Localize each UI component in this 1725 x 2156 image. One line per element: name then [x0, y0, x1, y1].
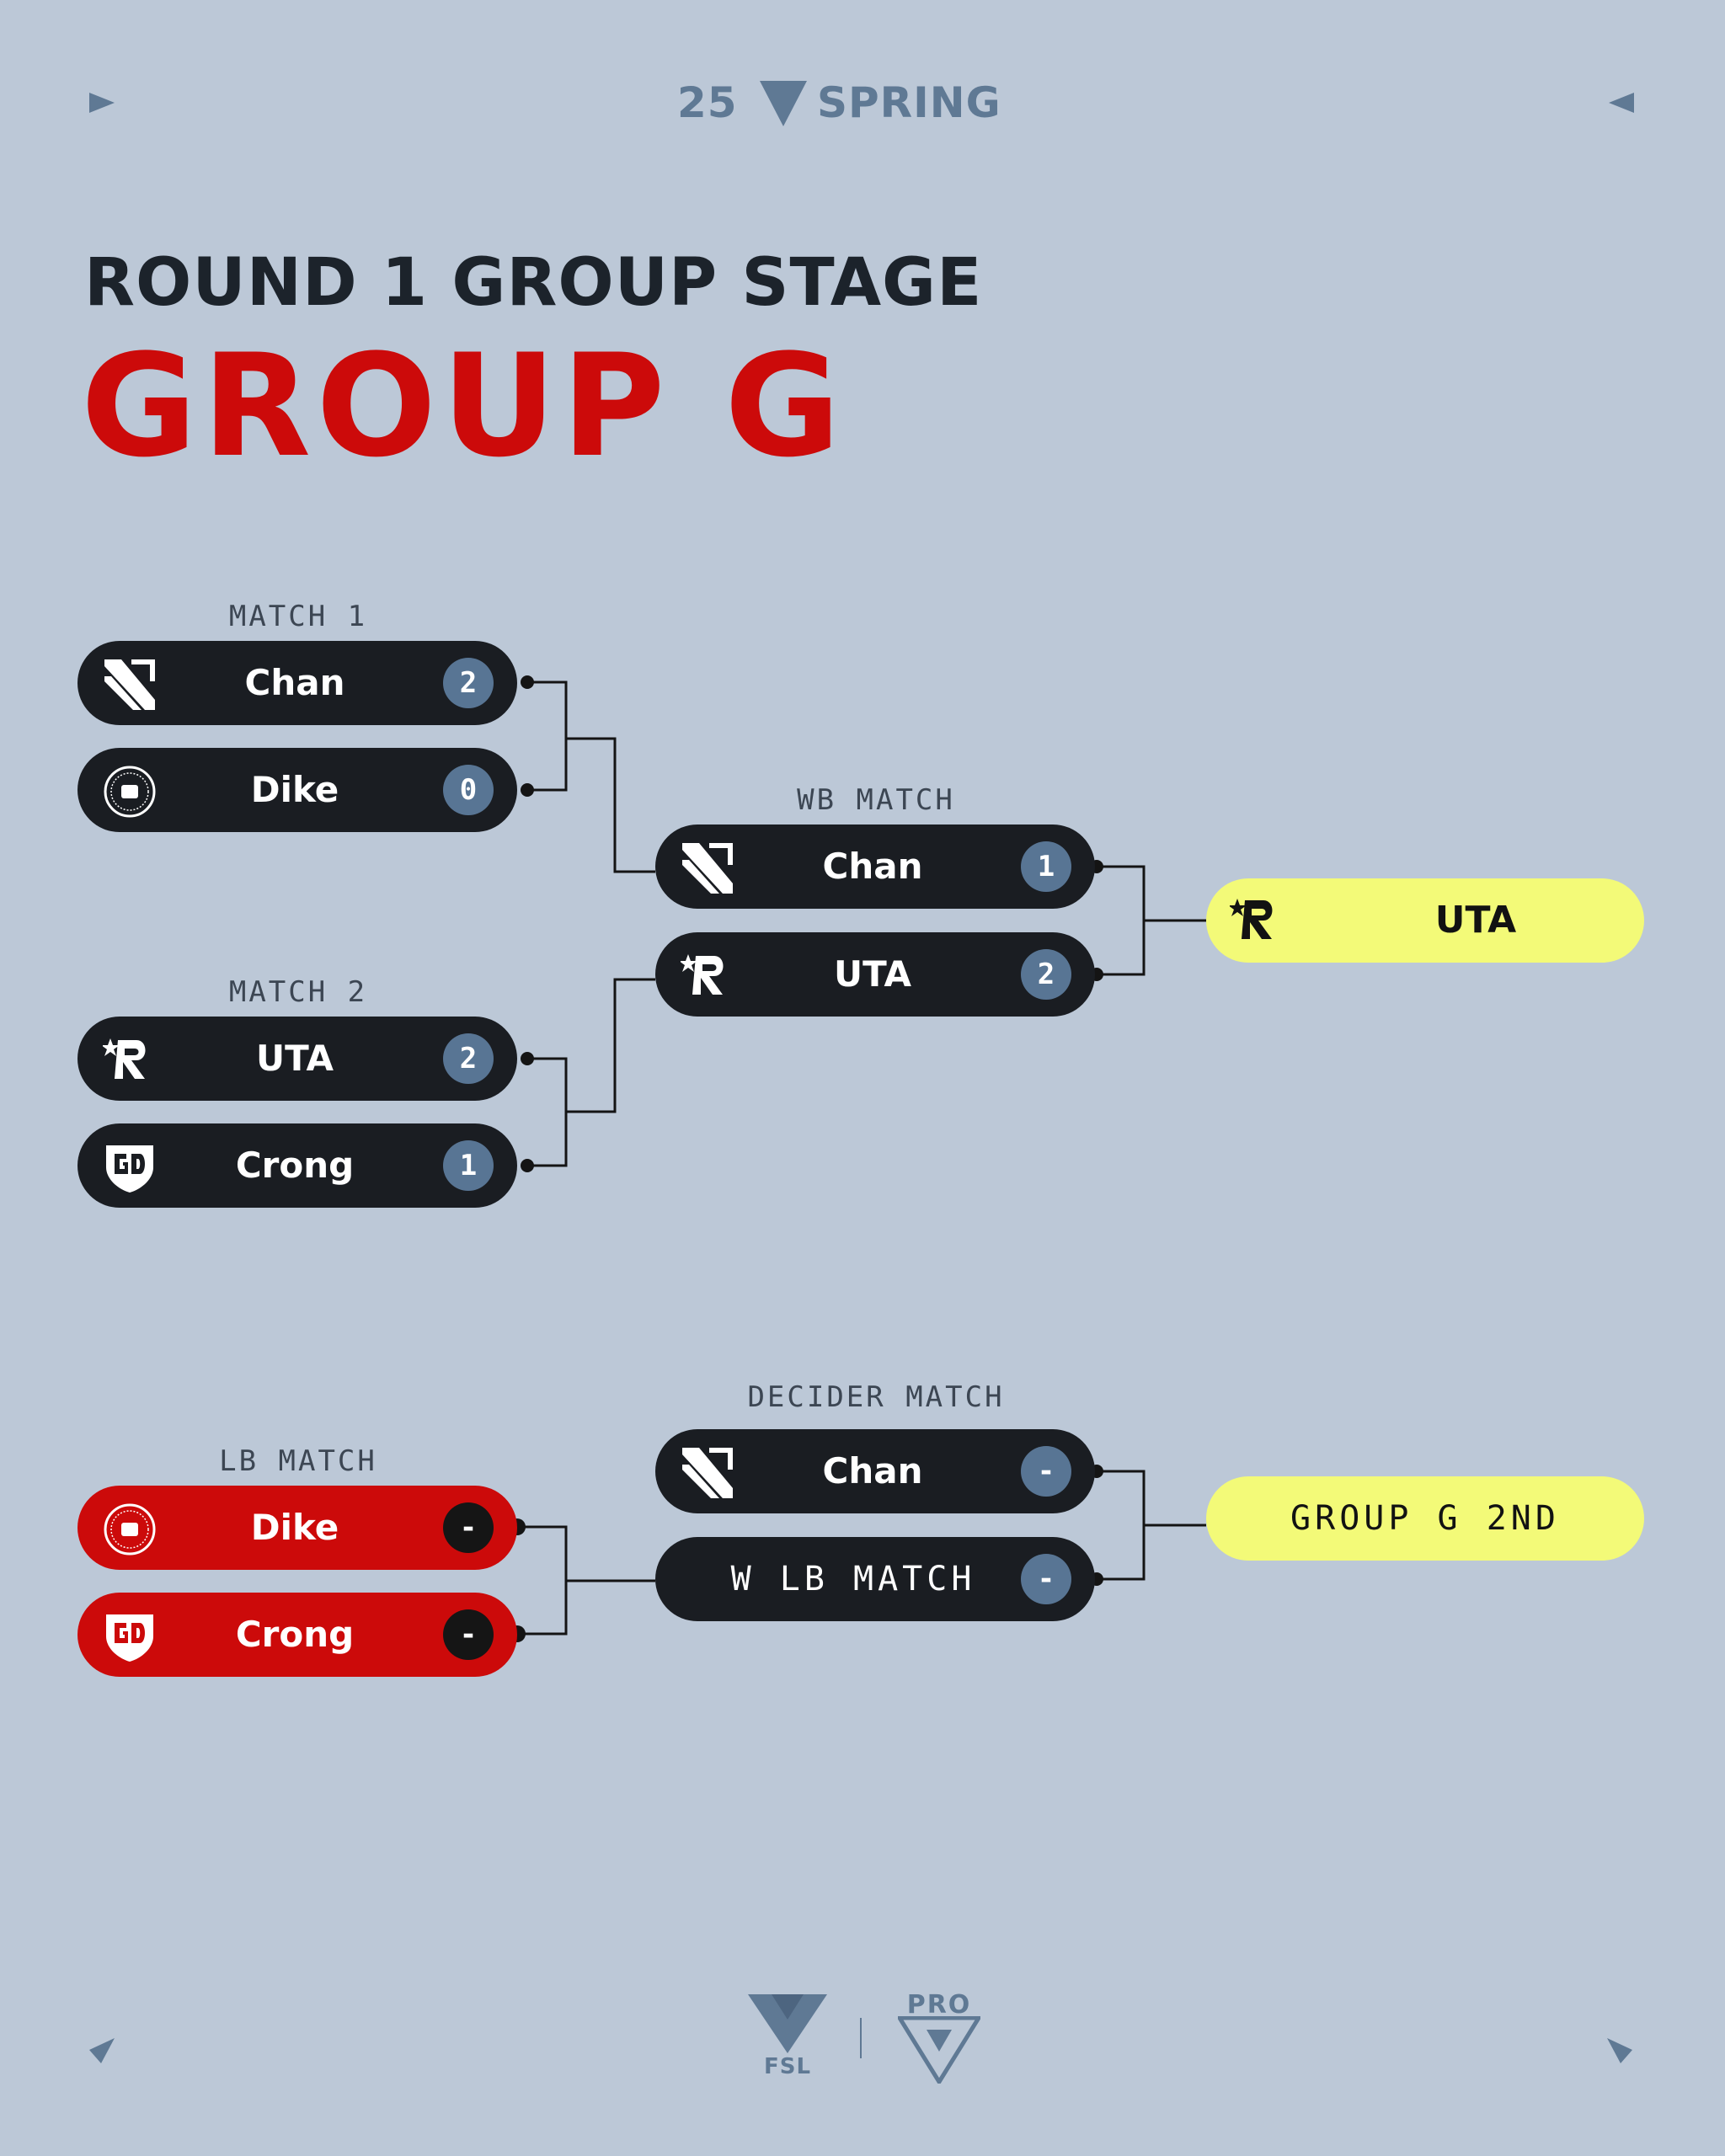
score-badge: - [443, 1502, 494, 1553]
round-crest-icon [104, 766, 156, 818]
team-name: UTA [834, 953, 911, 995]
match2-team2[interactable]: Crong 1 [77, 1123, 517, 1208]
score-badge: - [443, 1609, 494, 1660]
decider-match-team2[interactable]: W LB MATCH - [655, 1537, 1095, 1621]
decider-match-label: DECIDER MATCH [747, 1380, 1005, 1414]
team-name: Chan [244, 662, 345, 703]
r-star-icon [103, 1038, 146, 1079]
footer-divider [860, 2018, 862, 2058]
lb-match-team2[interactable]: Crong - [77, 1593, 517, 1677]
match2-label: MATCH 2 [228, 975, 368, 1009]
fsl-logo: FSL [741, 1993, 834, 2082]
team-name: UTA [256, 1038, 334, 1079]
wb-winner-result[interactable]: UTA [1206, 878, 1644, 963]
result-label: GROUP G 2ND [1290, 1499, 1560, 1538]
r-star-icon [681, 954, 724, 995]
lb-match-label: LB MATCH [219, 1444, 377, 1478]
arrow-right-icon [89, 93, 115, 113]
r-star-icon [1230, 899, 1273, 939]
decider-match-team1[interactable]: Chan - [655, 1429, 1095, 1513]
score-badge: 2 [1021, 949, 1071, 1000]
stripe-x-icon [682, 1448, 733, 1498]
team-name: Dike [250, 769, 339, 810]
score-badge: 1 [1021, 841, 1071, 892]
stage-heading: ROUND 1 GROUP STAGE [84, 245, 983, 321]
arrow-down-right-icon [1607, 2038, 1632, 2063]
gd-shield-icon [106, 1145, 153, 1193]
group-second-result[interactable]: GROUP G 2ND [1206, 1476, 1644, 1561]
arrow-left-icon [1609, 93, 1634, 113]
pro-wordmark: PRO [906, 1990, 972, 2020]
score-badge: 1 [443, 1140, 494, 1191]
result-team-name: UTA [1434, 899, 1517, 942]
group-title: GROUP G [81, 323, 846, 488]
season-logo: 25 SPRING [677, 76, 1048, 131]
fsl-chevron-icon [748, 1994, 827, 2053]
pro-emblem-icon [898, 2016, 980, 2084]
match1-team2[interactable]: Dike 0 [77, 748, 517, 832]
team-name: Chan [822, 1450, 923, 1492]
match1-team1[interactable]: Chan 2 [77, 641, 517, 725]
score-badge: 0 [443, 765, 494, 815]
lb-match-team1[interactable]: Dike - [77, 1486, 517, 1570]
stripe-x-icon [104, 659, 155, 710]
round-crest-icon [104, 1503, 156, 1556]
score-badge: 2 [443, 658, 494, 708]
season-name: SPRING [817, 78, 1001, 127]
stripe-x-icon [682, 843, 733, 894]
wb-match-team2[interactable]: UTA 2 [655, 932, 1095, 1017]
match2-team1[interactable]: UTA 2 [77, 1017, 517, 1101]
wb-match-label: WB MATCH [797, 783, 955, 817]
gd-shield-icon [106, 1614, 153, 1662]
wb-match-team1[interactable]: Chan 1 [655, 825, 1095, 909]
team-name: Crong [235, 1614, 355, 1655]
season-number: 25 [677, 78, 738, 127]
team-name: Dike [250, 1507, 339, 1548]
score-badge: - [1021, 1554, 1071, 1604]
match1-label: MATCH 1 [228, 600, 368, 633]
arrow-down-left-icon [89, 2038, 115, 2063]
team-name: Crong [235, 1145, 355, 1186]
team-name: W LB MATCH [730, 1560, 976, 1598]
team-name: Chan [822, 846, 923, 887]
score-badge: - [1021, 1446, 1071, 1497]
v-chevron-icon [760, 81, 807, 126]
score-badge: 2 [443, 1033, 494, 1084]
fsl-wordmark: FSL [763, 2054, 812, 2079]
pro-logo: PRO [886, 1991, 992, 2084]
